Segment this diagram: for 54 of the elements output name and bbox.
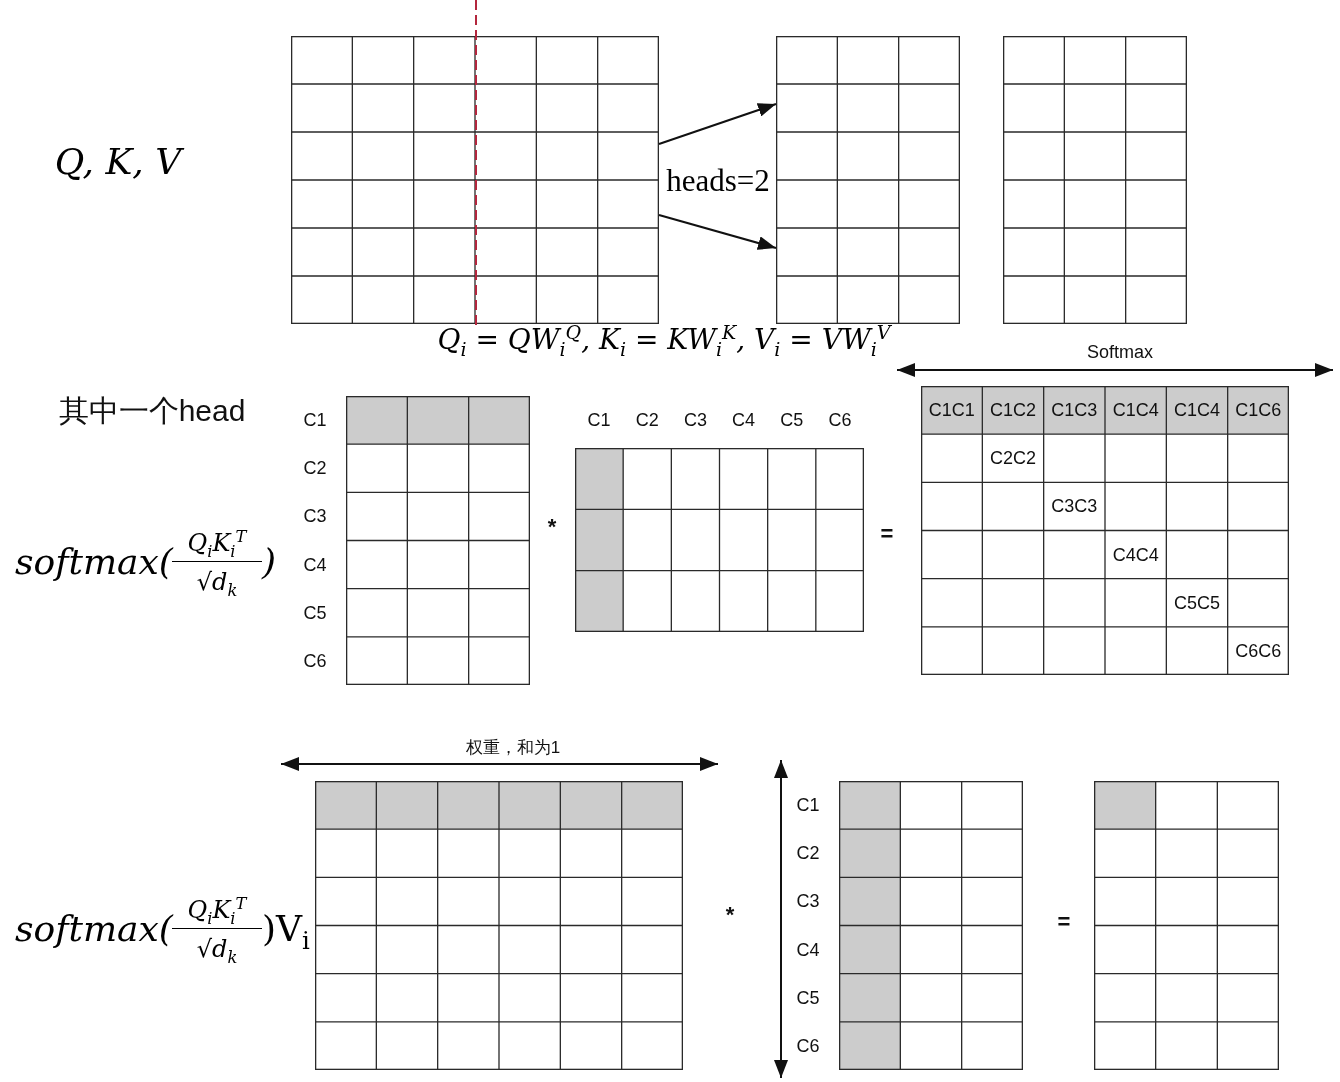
formula-text: ) [262, 544, 277, 580]
operator-sign: = [1057, 911, 1071, 933]
arrow [658, 103, 777, 145]
column-label: C4 [732, 411, 756, 429]
section-title: 其中一个head [58, 396, 246, 426]
matrix-entry: C3C3 [1051, 497, 1098, 516]
row-label: C1 [796, 796, 820, 815]
column-label: C2 [635, 411, 659, 429]
matrix-grid [921, 386, 1289, 675]
matrix-entry: C1C6 [1235, 401, 1282, 420]
matrix-entry: C1C4 [1174, 401, 1220, 420]
row-label: C5 [796, 988, 820, 1007]
matrix-grid [1094, 781, 1279, 1070]
column-label: C3 [683, 411, 707, 429]
column-label: C1 [587, 411, 611, 429]
row-label: C4 [303, 555, 327, 574]
row-label: C6 [796, 1036, 820, 1055]
matrix-entry: C2C2 [990, 449, 1036, 468]
matrix-grid [346, 396, 530, 685]
row-label: C1 [303, 411, 327, 430]
matrix-grid [839, 781, 1023, 1070]
matrix-grid [1003, 36, 1187, 324]
matrix-grid [776, 36, 960, 324]
fraction-denominator: √d$_{k}$ [196, 570, 238, 594]
operator-sign: * [547, 516, 557, 538]
arrow [658, 214, 777, 250]
row-label: C4 [796, 940, 820, 959]
matrix-entry: C1C3 [1051, 401, 1098, 420]
row-label: C3 [796, 892, 820, 911]
matrix-grid [315, 781, 683, 1070]
matrix-grid [291, 36, 659, 324]
column-label: C5 [780, 411, 804, 429]
matrix-grid [575, 448, 864, 632]
row-label: C2 [303, 459, 327, 478]
operator-sign: * [725, 904, 735, 926]
arrow-label: heads=2 [666, 164, 770, 196]
matrix-entry: C4C4 [1112, 545, 1159, 564]
arrow-label: Softmax [1087, 343, 1153, 361]
row-label: C3 [303, 507, 327, 526]
matrix-entry: C1C4 [1112, 401, 1159, 420]
row-label: C6 [303, 651, 327, 670]
column-label: C6 [828, 411, 852, 429]
matrix-entry: C5C5 [1174, 593, 1220, 612]
matrix-entry: C1C2 [990, 401, 1036, 420]
operator-sign: = [880, 523, 894, 545]
matrix-entry: C1C1 [928, 401, 975, 420]
fraction-denominator: √d$_{k}$ [196, 937, 238, 961]
row-label: C2 [796, 844, 820, 863]
matrix-entry: C6C6 [1235, 641, 1282, 660]
formula-text: softmax( [15, 911, 173, 947]
formula-text: softmax( [15, 544, 173, 580]
formula-text: )V$_{i}$ [262, 911, 310, 947]
arrow-label: 权重，和为1 [465, 738, 561, 756]
row-label: C5 [303, 603, 327, 622]
